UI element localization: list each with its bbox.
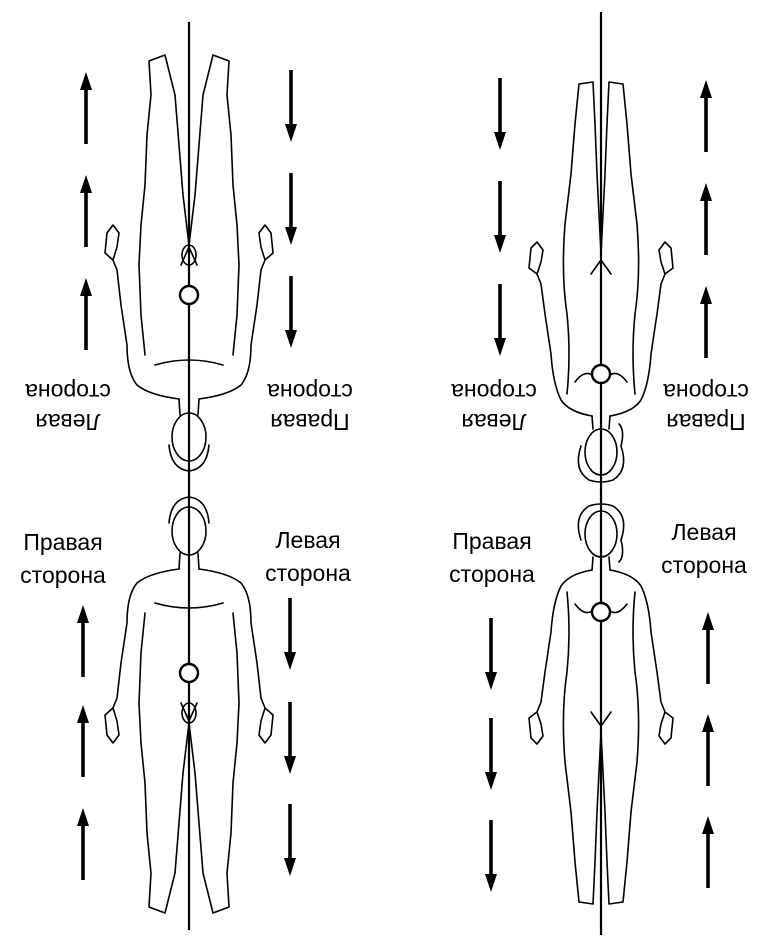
- arrow-down-icon: [494, 78, 506, 150]
- arrow-up-icon: [77, 808, 89, 880]
- arrow-up-icon: [702, 816, 714, 888]
- label-right-side-line1: Правая: [23, 529, 102, 555]
- arrow-up-icon: [80, 72, 92, 144]
- arrow-up-icon: [700, 183, 712, 255]
- label-right-side-inverted-line2: сторона: [663, 379, 749, 405]
- label-right-side-inverted-line1: Правая: [270, 409, 349, 435]
- label-left-side-inverted-line1: Левая: [35, 409, 100, 435]
- arrow-up-icon: [80, 278, 92, 350]
- label-left-side-line2: сторона: [661, 552, 747, 578]
- arrow-up-icon: [80, 175, 92, 247]
- arrow-down-icon: [285, 70, 297, 142]
- arrow-down-icon: [284, 598, 296, 670]
- male-upright-center-point: [180, 664, 198, 682]
- arrow-down-icon: [485, 718, 497, 790]
- arrow-up-icon: [700, 286, 712, 358]
- arrow-down-icon: [494, 181, 506, 253]
- label-right-side-line2: сторона: [20, 562, 106, 588]
- label-right-side-inverted-line2: сторона: [267, 379, 353, 405]
- arrow-up-icon: [702, 612, 714, 684]
- arrow-up-icon: [77, 705, 89, 777]
- label-left-side-inverted-line2: сторона: [451, 379, 537, 405]
- female-inverted-center-point: [592, 365, 610, 383]
- arrow-down-icon: [285, 173, 297, 245]
- label-right-side-line2: сторона: [449, 561, 535, 587]
- label-right-side-line1: Правая: [452, 528, 531, 554]
- male-column: сторона Левая сторона Правая Правая стор…: [20, 22, 353, 930]
- arrow-up-icon: [77, 605, 89, 677]
- arrow-down-icon: [485, 618, 497, 690]
- label-left-side-line1: Левая: [671, 519, 736, 545]
- label-left-side-line2: сторона: [265, 560, 351, 586]
- label-left-side-line1: Левая: [275, 527, 340, 553]
- arrow-up-icon: [700, 80, 712, 152]
- arrow-down-icon: [494, 284, 506, 356]
- arrow-down-icon: [485, 820, 497, 892]
- label-left-side-inverted-line1: Левая: [461, 409, 526, 435]
- arrow-up-icon: [702, 714, 714, 786]
- arrow-down-icon: [284, 804, 296, 876]
- arrow-down-icon: [284, 702, 296, 774]
- label-left-side-inverted-line2: сторона: [25, 379, 111, 405]
- female-upright-center-point: [592, 603, 610, 621]
- male-inverted-center-point: [180, 286, 198, 304]
- female-column: сторона Левая сторона Правая Правая стор…: [449, 12, 749, 935]
- arrow-down-icon: [285, 276, 297, 348]
- label-right-side-inverted-line1: Правая: [666, 409, 745, 435]
